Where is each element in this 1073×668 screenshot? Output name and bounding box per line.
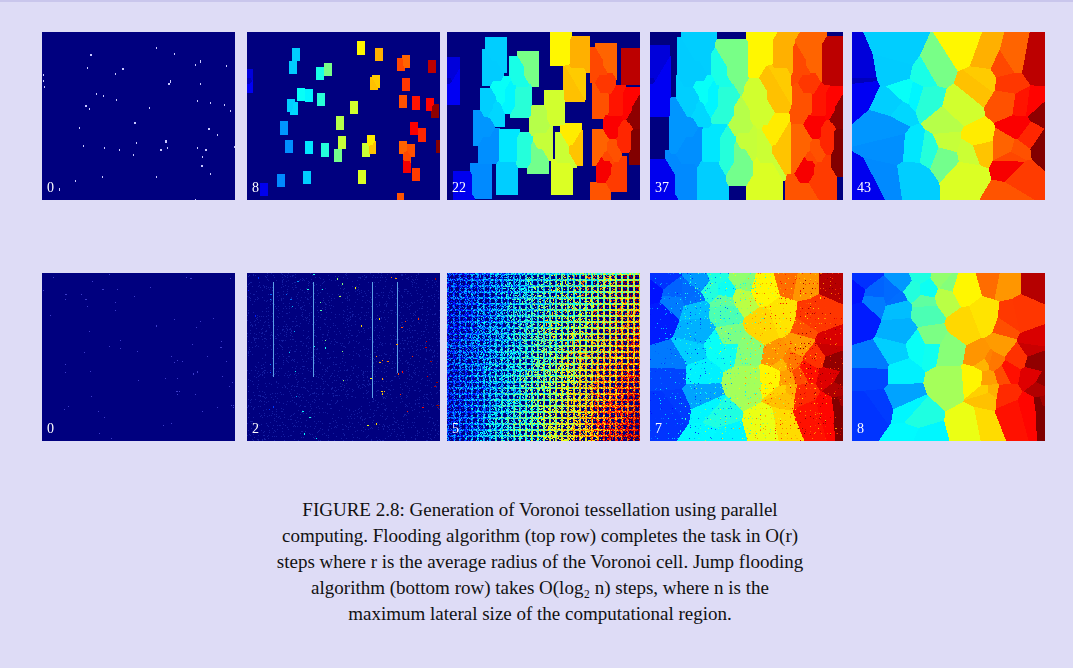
step-number: 5 <box>452 421 459 437</box>
step-number: 8 <box>252 180 259 196</box>
tessellation-image <box>650 273 843 441</box>
step-number: 37 <box>655 180 669 196</box>
tessellation-image <box>42 32 235 200</box>
voronoi-panel: 22 <box>447 32 640 200</box>
top-rule <box>0 0 1073 2</box>
voronoi-panel: 7 <box>650 273 843 441</box>
tessellation-image <box>247 273 440 441</box>
voronoi-panel: 43 <box>852 32 1045 200</box>
tessellation-image <box>447 273 640 441</box>
voronoi-panel: 0 <box>42 273 235 441</box>
voronoi-panel: 2 <box>247 273 440 441</box>
voronoi-panel: 0 <box>42 32 235 200</box>
tessellation-image <box>247 32 440 200</box>
voronoi-panel: 8 <box>247 32 440 200</box>
voronoi-panel: 8 <box>852 273 1045 441</box>
voronoi-panel: 5 <box>447 273 640 441</box>
step-number: 8 <box>857 421 864 437</box>
step-number: 22 <box>452 180 466 196</box>
step-number: 0 <box>47 180 54 196</box>
tessellation-image <box>852 32 1045 200</box>
tessellation-image <box>447 32 640 200</box>
figure-caption: FIGURE 2.8: Generation of Voronoi tessel… <box>272 497 808 627</box>
voronoi-panel: 37 <box>650 32 843 200</box>
tessellation-image <box>852 273 1045 441</box>
step-number: 0 <box>47 421 54 437</box>
step-number: 43 <box>857 180 871 196</box>
tessellation-image <box>650 32 843 200</box>
step-number: 2 <box>252 421 259 437</box>
tessellation-image <box>42 273 235 441</box>
step-number: 7 <box>655 421 662 437</box>
